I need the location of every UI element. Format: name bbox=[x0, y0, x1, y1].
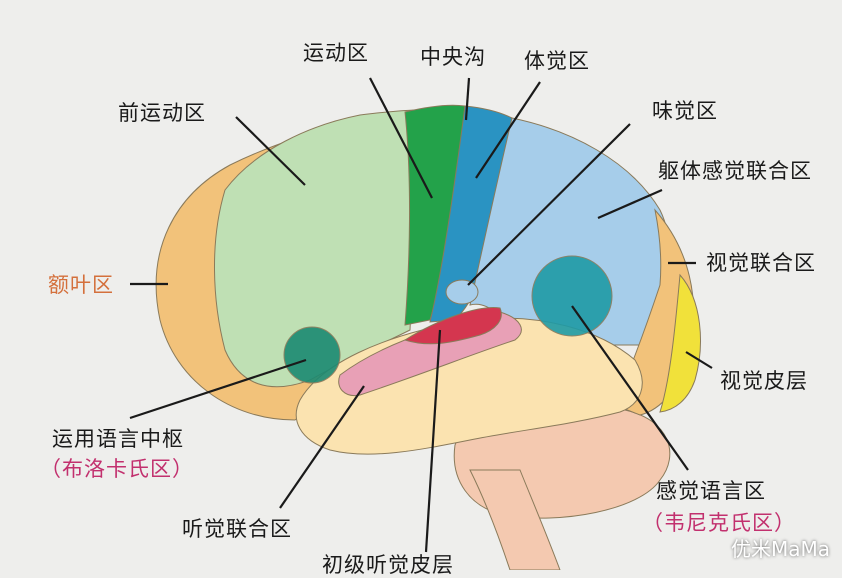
label-frontal-area: 额叶区 bbox=[48, 273, 114, 297]
pointer-primary-auditory bbox=[424, 329, 442, 553]
label-visual-association: 视觉联合区 bbox=[706, 251, 816, 275]
broca-area-circle bbox=[283, 326, 341, 384]
label-taste-area: 味觉区 bbox=[652, 99, 718, 123]
label-motor-area: 运动区 bbox=[303, 41, 369, 65]
label-visual-cortex: 视觉皮层 bbox=[720, 369, 808, 393]
label-central-sulcus: 中央沟 bbox=[420, 45, 486, 69]
label-primary-auditory: 初级听觉皮层 bbox=[322, 553, 454, 577]
pointer-visual-cortex bbox=[685, 351, 713, 369]
pointer-taste bbox=[467, 123, 631, 286]
label-somatosensory-association: 躯体感觉联合区 bbox=[658, 159, 812, 183]
taste-area bbox=[445, 279, 479, 305]
pointer-wernicke bbox=[571, 305, 689, 471]
pointer-somatosensory-assoc bbox=[597, 188, 663, 220]
pointer-premotor bbox=[235, 116, 306, 186]
label-broca: （布洛卡氏区） bbox=[40, 457, 194, 481]
watermark: 优米MaMa bbox=[730, 537, 830, 561]
pointer-lines bbox=[129, 77, 713, 553]
label-sensory-speech-area: 感觉语言区 bbox=[656, 479, 766, 503]
label-auditory-association: 听觉联合区 bbox=[182, 517, 292, 541]
pointer-broca bbox=[129, 358, 307, 420]
brain-stem bbox=[469, 469, 561, 570]
pointer-auditory-assoc bbox=[279, 385, 365, 509]
label-motor-speech-center: 运用语言中枢 bbox=[52, 427, 184, 451]
visual-cortex-region bbox=[659, 273, 701, 413]
primary-auditory-region bbox=[403, 307, 502, 345]
label-premotor-area: 前运动区 bbox=[118, 101, 206, 125]
pointer-somatosensory bbox=[475, 81, 541, 179]
pointer-central-sulcus bbox=[464, 77, 471, 121]
wernicke-area-circle bbox=[531, 255, 613, 337]
label-wernicke: （韦尼克氏区） bbox=[642, 511, 796, 535]
label-somatosensory-area: 体觉区 bbox=[524, 49, 590, 73]
pointer-motor bbox=[369, 77, 433, 199]
